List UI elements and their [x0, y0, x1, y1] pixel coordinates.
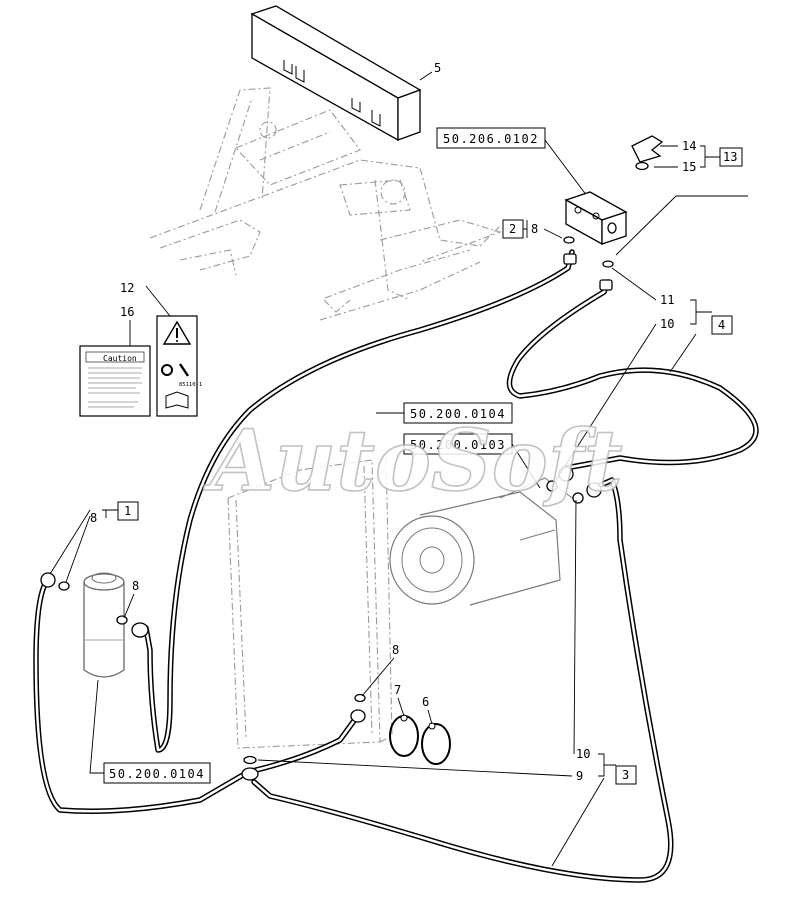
reference-box-condenser-a[interactable]: 50.200.0104: [403, 402, 513, 424]
svg-text:Caution: Caution: [103, 354, 137, 363]
svg-text:50.200.0104: 50.200.0104: [410, 407, 506, 421]
background-structure: [149, 87, 502, 321]
svg-text:13: 13: [723, 150, 737, 164]
condenser-ghost: [227, 453, 393, 749]
callout-6: 6: [422, 695, 429, 709]
callout-16: 16: [120, 305, 134, 319]
callout-14: 14: [682, 139, 696, 153]
hose-assembly-3: [251, 477, 674, 883]
callout-5: 5: [434, 61, 441, 75]
svg-text:50.200.0103: 50.200.0103: [410, 438, 506, 452]
hose-clamp-part-7: [389, 714, 419, 757]
svg-text:3: 3: [622, 768, 629, 782]
reference-box-receiver[interactable]: 50.200.0104: [103, 762, 211, 784]
callout-8-mid: 8: [132, 579, 139, 593]
callout-10-bottom: 10: [576, 747, 590, 761]
callout-15: 15: [682, 160, 696, 174]
svg-text:4: 4: [718, 318, 725, 332]
group-box-2[interactable]: 2: [502, 219, 524, 239]
callout-12: 12: [120, 281, 134, 295]
reference-box-condenser-b[interactable]: 50.200.0103: [403, 433, 513, 455]
receiver-drier-part: [83, 572, 125, 678]
foam-block-part-5: 5: [250, 5, 441, 142]
warning-decal-part-12: 85110-1: [156, 315, 202, 417]
hose-clamp-part-6: [421, 722, 451, 765]
svg-text:85110-1: 85110-1: [179, 382, 202, 388]
callout-9: 9: [576, 769, 583, 783]
bracket-clip-part-14: [631, 135, 664, 171]
callout-7: 7: [394, 683, 401, 697]
callout-8-left: 8: [90, 511, 97, 525]
expansion-valve-manifold: [564, 191, 628, 246]
group-box-3[interactable]: 3: [615, 765, 637, 785]
callout-8-low: 8: [392, 643, 399, 657]
callout-8-top: 8: [531, 222, 538, 236]
group-box-4[interactable]: 4: [711, 315, 733, 335]
hose-assembly-2: [143, 249, 575, 753]
watermark: AutoSoft: [203, 411, 623, 510]
caution-decal-part-16: Caution: [79, 345, 151, 417]
group-box-13[interactable]: 13: [719, 147, 743, 167]
callout-10-top: 10: [660, 317, 674, 331]
group-box-1[interactable]: 1: [117, 501, 139, 521]
svg-text:50.200.0104: 50.200.0104: [109, 767, 205, 781]
hose-assembly-4: [506, 279, 759, 471]
reference-box-top[interactable]: 50.206.0102: [436, 127, 546, 149]
svg-text:2: 2: [509, 222, 516, 236]
svg-text:50.206.0102: 50.206.0102: [443, 132, 539, 146]
svg-text:1: 1: [124, 504, 131, 518]
compressor-ghost: [389, 477, 576, 606]
hose-assembly-1: [33, 579, 359, 814]
callout-11: 11: [660, 293, 674, 307]
